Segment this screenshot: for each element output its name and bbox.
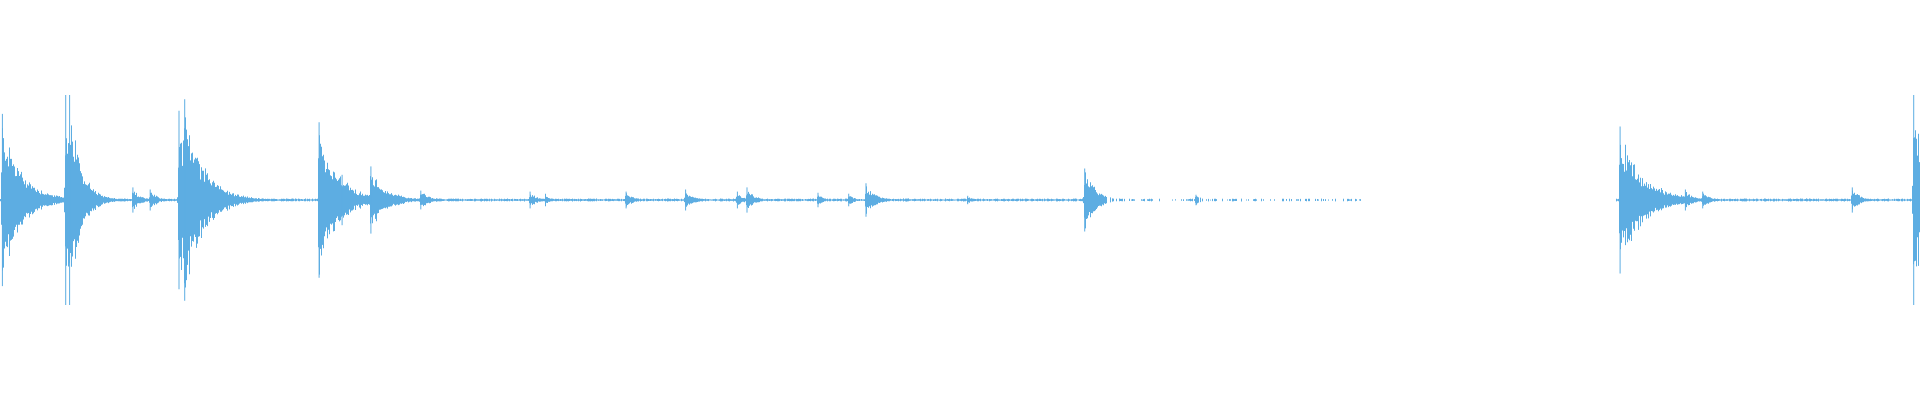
waveform-samples <box>0 117 1920 288</box>
waveform-trace <box>0 95 1920 305</box>
